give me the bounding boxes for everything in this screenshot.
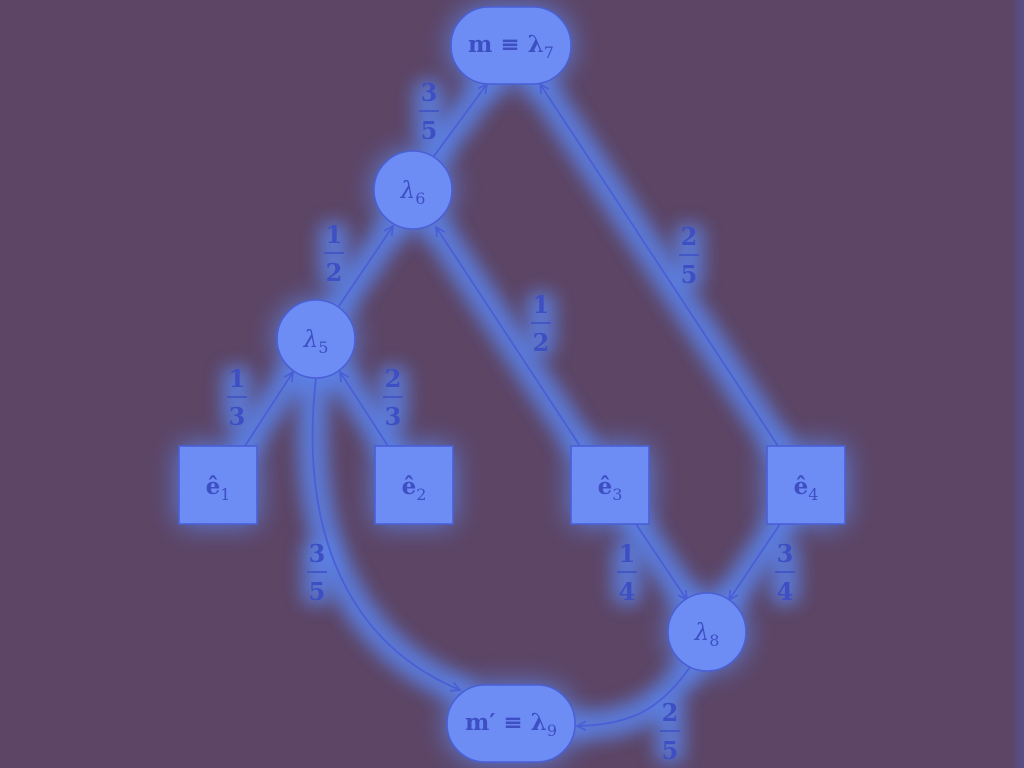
- node-e1: ê1: [178, 445, 258, 525]
- edge-e4-to-lambda8: [729, 523, 781, 600]
- node-lambda5-sub: 5: [318, 338, 328, 357]
- weight-denominator: 2: [533, 328, 550, 357]
- weight-denominator: 3: [229, 402, 246, 431]
- edge-weights: 3 5 1 2 1 2 2 5 1 3: [227, 78, 795, 765]
- node-e4: ê4: [766, 445, 846, 525]
- svg-text:λ8: λ8: [694, 620, 720, 650]
- node-lambda6-label: λ: [400, 178, 416, 204]
- weight-numerator: 1: [326, 220, 343, 249]
- edge-e4-to-m: [540, 84, 779, 447]
- svg-text:ê1: ê1: [206, 473, 231, 504]
- svg-text:ê3: ê3: [598, 473, 623, 504]
- edge-lambda6-to-m: [433, 84, 487, 157]
- node-lambda8: λ8: [667, 592, 747, 672]
- edge-e3-to-lambda8: [635, 523, 687, 600]
- weight-lambda5-to-lambda6: 1 2: [324, 220, 344, 287]
- edge-lambda8-to-mprime: [577, 666, 691, 726]
- weight-denominator: 5: [309, 577, 326, 606]
- node-mprime-lambda9-label: m′ ≡ λ: [465, 709, 547, 736]
- weight-numerator: 2: [385, 364, 402, 393]
- weight-e1-to-lambda5: 1 3: [227, 364, 247, 431]
- node-lambda8-sub: 8: [709, 631, 719, 650]
- node-lambda5: λ5: [276, 299, 356, 379]
- node-m-lambda7: m ≡ λ7: [450, 6, 572, 85]
- weight-denominator: 2: [326, 258, 343, 287]
- svg-text:m′ ≡ λ9: m′ ≡ λ9: [465, 709, 557, 740]
- weight-numerator: 2: [681, 222, 698, 251]
- weight-denominator: 5: [662, 736, 679, 765]
- node-e3: ê3: [570, 445, 650, 525]
- weight-e4-to-m: 2 5: [679, 222, 699, 289]
- node-m-lambda7-label: m ≡ λ: [468, 31, 544, 58]
- nodes: m ≡ λ7 λ6 λ5 ê1: [178, 6, 846, 763]
- right-edge-band: [1010, 0, 1024, 768]
- edges: [244, 84, 781, 726]
- node-e4-label: ê: [794, 473, 809, 500]
- node-mprime-lambda9-sub: 9: [547, 721, 557, 740]
- weight-denominator: 5: [681, 260, 698, 289]
- weight-lambda5-to-mprime: 3 5: [307, 539, 327, 606]
- weight-numerator: 3: [421, 78, 438, 107]
- svg-text:λ6: λ6: [400, 178, 426, 208]
- node-lambda5-label: λ: [303, 327, 319, 353]
- weight-numerator: 1: [229, 364, 246, 393]
- node-e3-label: ê: [598, 473, 613, 500]
- node-e1-sub: 1: [220, 485, 230, 504]
- weight-denominator: 4: [777, 577, 794, 606]
- weight-numerator: 3: [777, 539, 794, 568]
- weight-lambda8-to-mprime: 2 5: [660, 698, 680, 765]
- weight-numerator: 1: [533, 290, 550, 319]
- node-e1-label: ê: [206, 473, 221, 500]
- edge-lambda5-to-lambda6: [338, 226, 393, 307]
- edge-e2-to-lambda5: [340, 372, 389, 447]
- node-e3-sub: 3: [612, 485, 622, 504]
- node-lambda6: λ6: [373, 150, 453, 230]
- node-lambda6-sub: 6: [415, 189, 425, 208]
- label-glow-layer: [222, 80, 800, 764]
- edge-lambda5-to-mprime: [311, 377, 460, 690]
- edge-e1-to-lambda5: [244, 372, 293, 447]
- weight-e2-to-lambda5: 2 3: [383, 364, 403, 431]
- weight-denominator: 4: [619, 577, 636, 606]
- svg-text:λ5: λ5: [303, 327, 329, 357]
- node-m-lambda7-sub: 7: [544, 43, 554, 62]
- weight-denominator: 5: [421, 116, 438, 145]
- node-lambda8-label: λ: [694, 620, 710, 646]
- edge-e3-to-lambda6: [436, 227, 581, 447]
- node-e2-sub: 2: [416, 485, 426, 504]
- weight-e3-to-lambda8: 1 4: [617, 539, 637, 606]
- node-e4-sub: 4: [808, 485, 818, 504]
- node-e2-label: ê: [402, 473, 417, 500]
- svg-text:m ≡ λ7: m ≡ λ7: [468, 31, 554, 62]
- weight-e4-to-lambda8: 3 4: [775, 539, 795, 606]
- weight-numerator: 3: [309, 539, 326, 568]
- weight-lambda6-to-m: 3 5: [419, 78, 439, 145]
- node-e2: ê2: [374, 445, 454, 525]
- svg-text:ê2: ê2: [402, 473, 427, 504]
- weight-denominator: 3: [385, 402, 402, 431]
- weight-numerator: 1: [619, 539, 636, 568]
- node-mprime-lambda9: m′ ≡ λ9: [446, 684, 576, 763]
- weight-numerator: 2: [662, 698, 679, 727]
- weight-e3-to-lambda6: 1 2: [531, 290, 551, 357]
- svg-text:ê4: ê4: [794, 473, 819, 504]
